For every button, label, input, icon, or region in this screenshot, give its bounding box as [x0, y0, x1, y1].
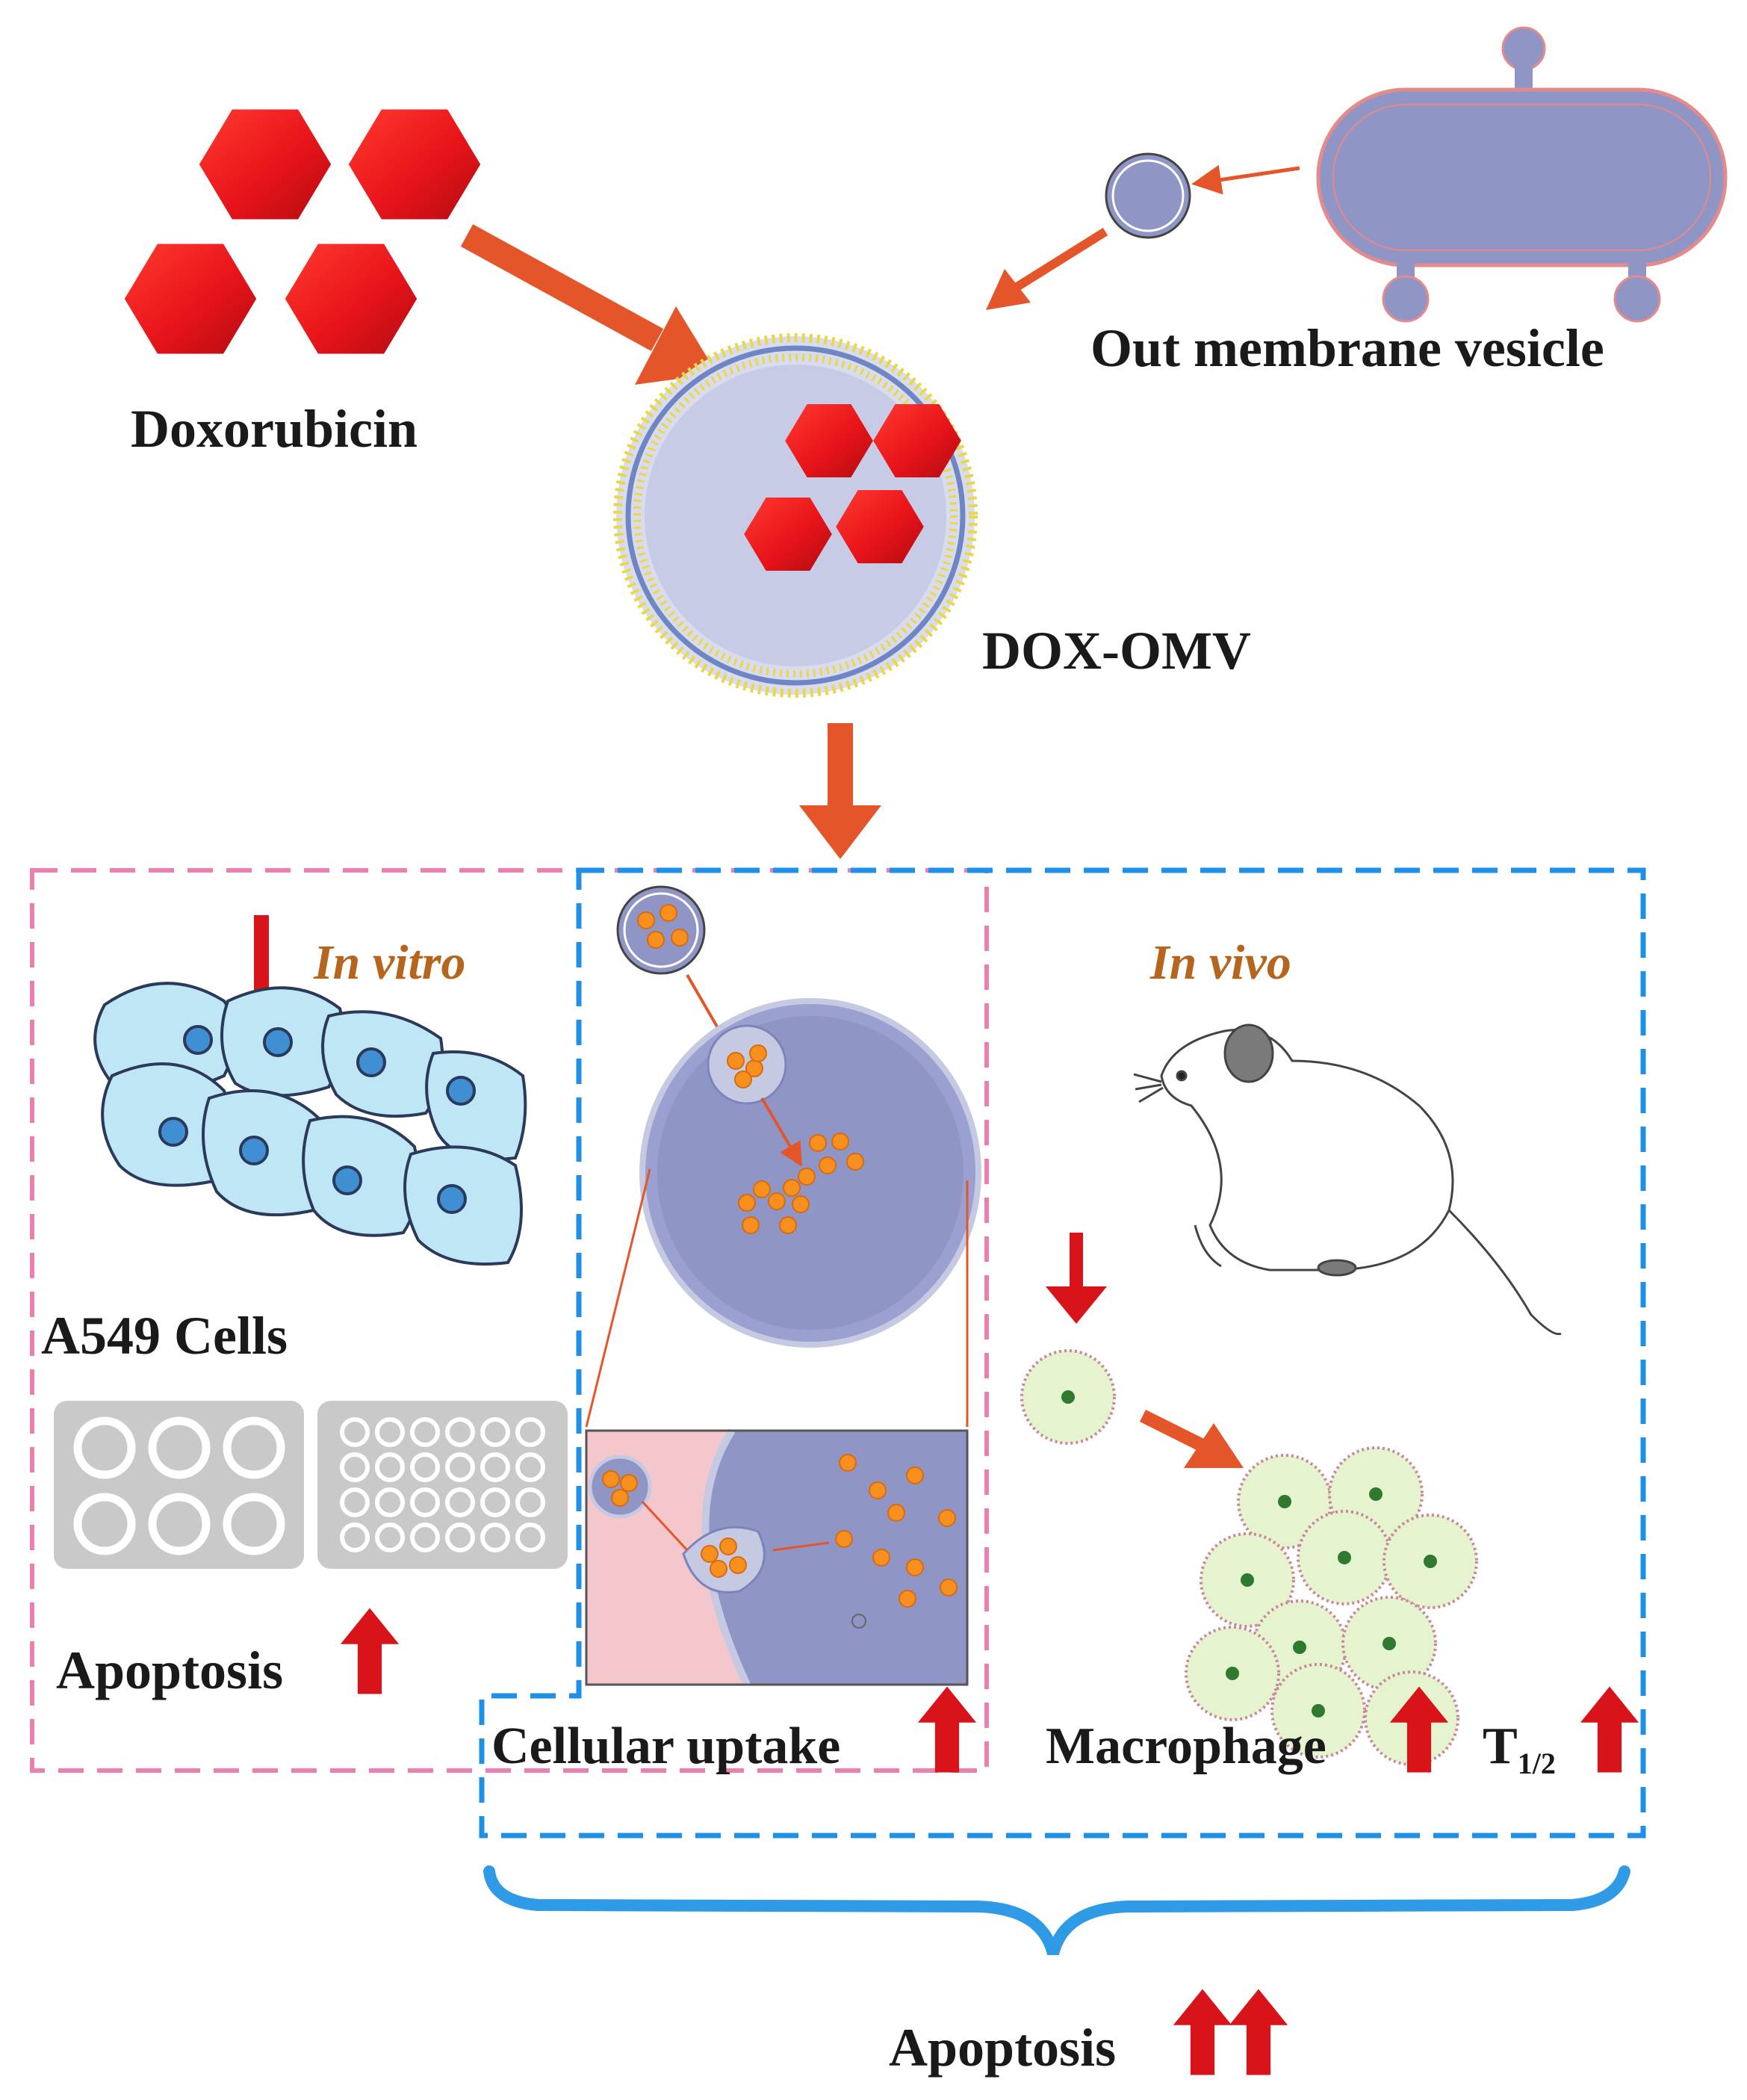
omv-label: Out membrane vesicle: [1090, 318, 1604, 378]
apoptosis-bottom-up-arrow-1-icon: [1173, 1989, 1232, 2075]
apoptosis-left-label: Apoptosis: [56, 1641, 283, 1700]
bacterium-icon: [1316, 26, 1728, 323]
mouse-icon: [1133, 1023, 1562, 1336]
in-vivo-label: In vivo: [1149, 935, 1291, 990]
macrophage-label: Macrophage: [1046, 1718, 1326, 1775]
doxorubicin-label: Doxorubicin: [131, 399, 418, 459]
arrow-vesicle-to-omv: [986, 227, 1108, 310]
t-half-up-arrow-icon: [1580, 1686, 1639, 1773]
blue-panel-border: [479, 867, 1646, 1839]
small-vesicle-icon: [1105, 152, 1191, 239]
6-well-plate-icon: [54, 1401, 304, 1569]
arrow-dox-to-omv: [460, 224, 717, 385]
apoptosis-bottom-label: Apoptosis: [889, 2018, 1116, 2078]
a549-cells-icon: [93, 982, 527, 1266]
24-well-plate-icon: [317, 1401, 568, 1569]
doxorubicin-hexagons-icon: [124, 109, 481, 354]
dox-omv-particle-icon: [613, 333, 978, 698]
zoom-line-left: [585, 1168, 651, 1428]
macrophage-down-arrow-icon: [1046, 1233, 1107, 1324]
dox-omv-label: DOX-OMV: [982, 621, 1251, 681]
cellular-uptake-label: Cellular uptake: [491, 1718, 840, 1775]
cellular-uptake-up-arrow-icon: [917, 1686, 977, 1773]
arrow-macrophage-cluster: [1139, 1409, 1244, 1468]
uptake-vesicle-icon: [616, 885, 706, 975]
arrow-bacterium-to-vesicle: [1191, 164, 1300, 195]
curly-brace-icon: [483, 1865, 1630, 1956]
a549-label: A549 Cells: [41, 1306, 288, 1366]
t-half-sub: 1/2: [1518, 1747, 1556, 1780]
arrow-omv-to-panels: [799, 723, 881, 859]
apoptosis-left-up-arrow-icon: [340, 1608, 400, 1694]
single-macrophage-icon: [1020, 1349, 1116, 1445]
zoomed-uptake-inset: [585, 1428, 969, 1687]
apoptosis-bottom-up-arrow-2-icon: [1229, 1989, 1288, 2075]
t-half-main: T: [1483, 1718, 1518, 1775]
uptake-arrow-2: [760, 1097, 803, 1167]
in-vitro-panel-border: [30, 868, 989, 1773]
t-half-label: T1/2: [1483, 1718, 1556, 1780]
in-vitro-label: In vitro: [313, 935, 466, 990]
